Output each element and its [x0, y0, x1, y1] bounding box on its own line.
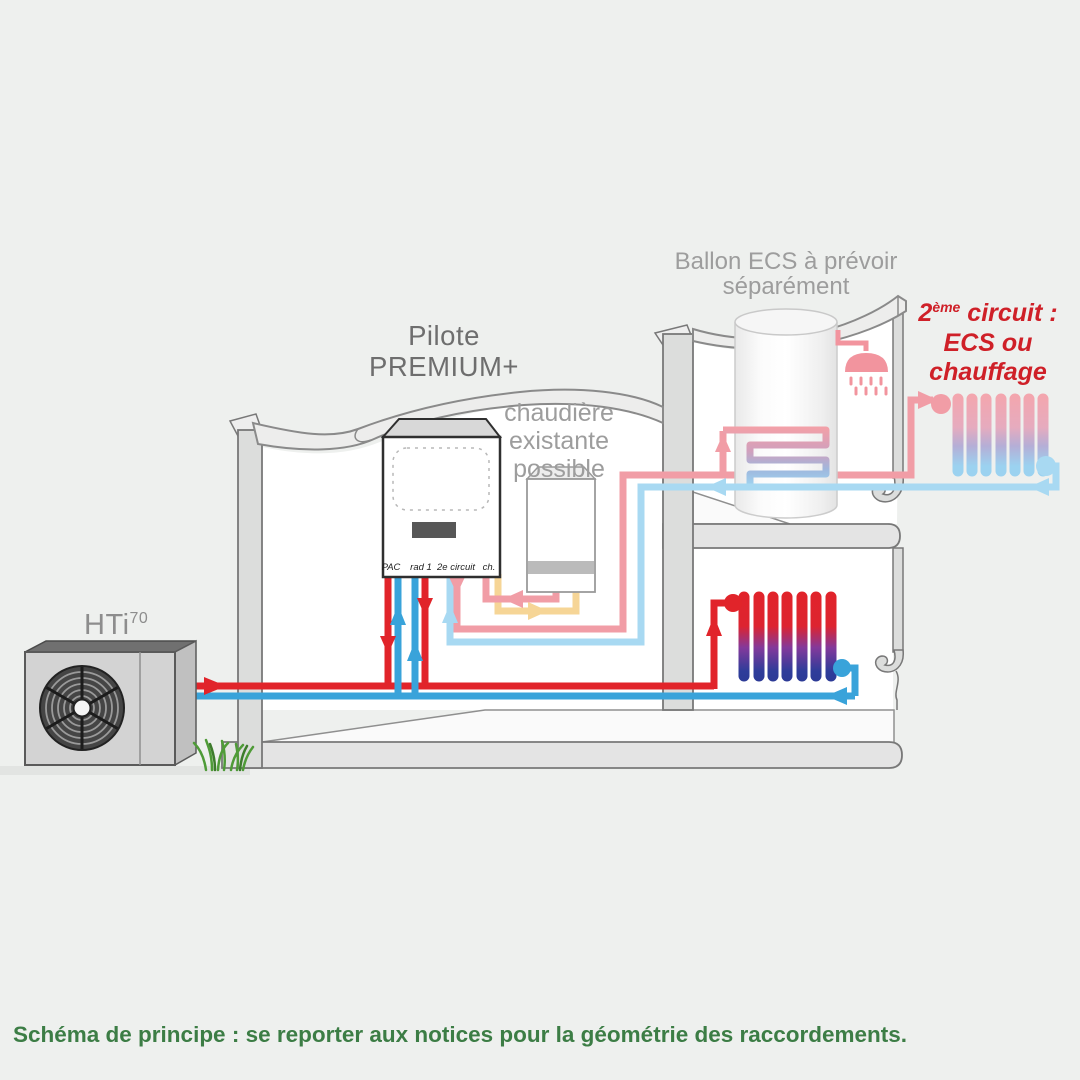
- label-controller-line2: PREMIUM+: [369, 351, 519, 382]
- arrow-lightblue-up-icon: [442, 604, 458, 623]
- arrow-red-down-icon: [417, 598, 433, 616]
- tank-top: [734, 308, 838, 336]
- unit-top: [380, 418, 503, 438]
- label-second-circuit-line1: 2ème circuit :: [917, 299, 1057, 327]
- unit-body: [381, 435, 502, 579]
- lower-room-interior: [693, 548, 893, 710]
- boiler-band: [528, 561, 594, 574]
- terminal-label-2e-circuit: 2e circuit: [436, 562, 475, 573]
- radiator2-valve-cool: [1036, 456, 1056, 476]
- radiator-valve-hot: [724, 594, 742, 612]
- tank-body: [734, 322, 838, 519]
- tank-coil: [723, 426, 830, 484]
- arrow-pink-right-icon: [918, 391, 938, 409]
- main-roof-fold: [354, 428, 372, 443]
- arrow-pink-up-icon: [715, 434, 731, 452]
- inner-wall: [662, 333, 694, 711]
- label-tank-line1: Ballon ECS à prévoir: [675, 248, 898, 275]
- arrows-light-blue: [442, 478, 1049, 623]
- lower-wall-curl: [874, 649, 904, 673]
- ground-floor-slab: [221, 741, 903, 769]
- pipes-blue-return: [196, 574, 859, 700]
- arrow-pink-down-icon: [449, 577, 465, 594]
- arrow-red-right-icon: [204, 677, 226, 695]
- label-boiler-line3: possible: [513, 455, 605, 483]
- label-second-circuit-line2: ECS ou: [944, 329, 1033, 357]
- label-second-circuit-line3: chauffage: [929, 358, 1047, 386]
- caption-text: Schéma de principe : se reporter aux not…: [13, 1022, 907, 1047]
- boiler: [525, 466, 597, 593]
- arrow-blue-left-icon: [826, 687, 847, 705]
- grass-icon: [192, 738, 255, 772]
- arrows-blue: [390, 605, 847, 705]
- heat-pump: [24, 639, 197, 767]
- boiler-body: [526, 478, 596, 593]
- control-unit: PAC rad 1 2e circuit ch.: [380, 418, 503, 579]
- fan-icon: [39, 665, 125, 751]
- arrow-lightblue-left-icon: [706, 478, 726, 496]
- terminal-label-pac: PAC: [382, 562, 401, 573]
- ground-shadow: [0, 766, 250, 775]
- unit-display: [412, 522, 456, 538]
- radiator-exterior: [952, 393, 1049, 477]
- label-controller-line1: Pilote: [408, 320, 480, 351]
- arrow-red-down-icon: [380, 636, 396, 654]
- terminal-label-rad1: rad 1: [410, 562, 432, 573]
- terminal-label-ch: ch.: [483, 562, 496, 573]
- arrow-blue-up-icon: [390, 605, 406, 625]
- arrow-pink-left-icon: [503, 590, 523, 608]
- arrow-yellow-right-icon: [528, 602, 548, 620]
- lower-right-wall: [892, 547, 904, 653]
- pipes-red-supply: [196, 574, 727, 690]
- hot-water-tank: [734, 308, 838, 519]
- upper-floor-slab: [662, 523, 901, 549]
- arrows-red: [204, 598, 722, 695]
- left-wall: [237, 429, 263, 769]
- radiator2-valve-warm: [931, 394, 951, 414]
- radiator-valve-cold: [833, 659, 851, 677]
- arrow-red-up-icon: [706, 616, 722, 636]
- arrow-lightblue-left-icon: [1029, 478, 1049, 496]
- label-boiler-line2: existante: [509, 427, 609, 455]
- unit-dashed-panel: [392, 447, 490, 511]
- label-boiler-line1: chaudière: [504, 399, 614, 427]
- pump-side: [174, 639, 197, 767]
- shower-icon: [835, 330, 888, 396]
- arrows-pink: [449, 391, 938, 608]
- arrows-yellow: [528, 602, 548, 620]
- lower-wall-edge: [895, 670, 899, 710]
- label-tank-line2: séparément: [723, 273, 850, 300]
- label-heat-pump: HTi70: [84, 609, 148, 641]
- arrow-blue-up-icon: [407, 641, 423, 661]
- radiator-downstairs: [738, 591, 837, 682]
- upper-right-wall: [892, 309, 904, 479]
- pump-top: [24, 640, 197, 653]
